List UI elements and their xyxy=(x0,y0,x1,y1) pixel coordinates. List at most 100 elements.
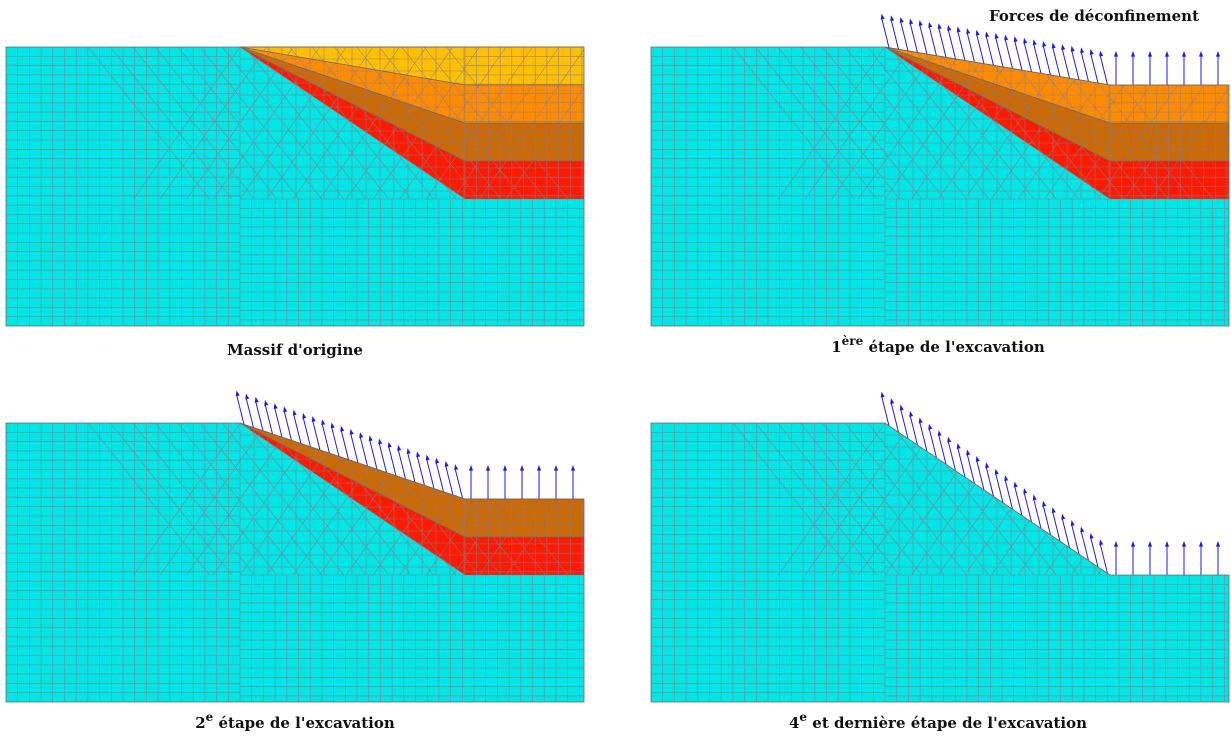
force-arrow xyxy=(485,465,491,499)
force-arrow xyxy=(985,462,994,497)
caption-number: 2 xyxy=(195,714,205,732)
force-arrow xyxy=(1089,532,1099,568)
caption-superscript: e xyxy=(799,710,807,724)
force-arrow xyxy=(1013,481,1023,516)
force-arrow xyxy=(985,31,994,66)
force-arrow xyxy=(1070,520,1080,555)
soil-layer xyxy=(240,47,584,161)
force-arrow xyxy=(899,404,909,439)
caption-text: étape de l'excavation xyxy=(863,338,1045,356)
force-arrow xyxy=(321,419,330,454)
force-arrow xyxy=(909,18,918,53)
force-arrow xyxy=(1113,51,1119,85)
force-arrow xyxy=(947,24,956,60)
force-arrow xyxy=(994,32,1004,68)
panel-etape-2 xyxy=(5,390,585,703)
force-arrow xyxy=(1164,541,1170,575)
force-arrow xyxy=(1215,51,1221,85)
force-arrow xyxy=(1089,48,1099,84)
force-arrow xyxy=(1181,541,1187,575)
force-arrow xyxy=(1164,51,1170,85)
force-arrow xyxy=(1070,45,1080,80)
force-arrow xyxy=(1042,40,1051,76)
force-arrows xyxy=(235,390,576,499)
force-arrow xyxy=(283,406,292,441)
force-arrow xyxy=(975,29,985,64)
caption-superscript: e xyxy=(206,710,214,724)
force-arrow xyxy=(1061,513,1070,548)
force-arrow xyxy=(519,465,525,499)
force-arrow xyxy=(1198,541,1204,575)
force-arrow xyxy=(454,464,463,499)
force-arrow xyxy=(378,438,387,473)
force-arrow xyxy=(570,465,576,499)
force-arrow xyxy=(254,396,264,431)
force-arrow xyxy=(553,465,559,499)
force-arrow xyxy=(918,417,928,452)
force-arrow xyxy=(975,455,985,491)
force-arrow xyxy=(994,468,1004,503)
caption-number: 4 xyxy=(789,714,799,732)
force-arrow xyxy=(1061,44,1070,79)
force-arrow xyxy=(1004,475,1013,510)
force-arrow xyxy=(1113,541,1119,575)
force-arrow xyxy=(1147,51,1153,85)
force-arrow xyxy=(956,443,966,478)
caption-text: étape de l'excavation xyxy=(213,714,395,732)
caption-number: 1 xyxy=(831,338,841,356)
force-arrow xyxy=(536,465,542,499)
force-arrow xyxy=(416,451,425,486)
caption-etape-1: 1ère étape de l'excavation xyxy=(831,334,1045,356)
force-arrow xyxy=(1198,51,1204,85)
force-arrow xyxy=(264,399,273,435)
force-arrow xyxy=(1099,50,1108,85)
force-arrow xyxy=(292,409,302,444)
force-arrow xyxy=(387,441,397,476)
force-arrow xyxy=(937,23,947,58)
force-arrow xyxy=(1051,42,1061,77)
force-arrow xyxy=(311,416,321,451)
caption-etape-4: 4e et dernière étape de l'excavation xyxy=(789,710,1087,732)
force-arrow xyxy=(368,435,378,470)
force-arrow xyxy=(435,457,444,492)
force-arrow xyxy=(1032,494,1042,529)
caption-text: Massif d'origine xyxy=(227,341,363,359)
force-arrow xyxy=(1130,541,1136,575)
force-arrow xyxy=(1004,34,1013,69)
caption-superscript: ère xyxy=(842,334,864,348)
force-arrow xyxy=(1099,539,1108,574)
caption-etape-2: 2e étape de l'excavation xyxy=(195,710,395,732)
force-arrow xyxy=(1147,541,1153,575)
force-arrow xyxy=(1080,47,1089,82)
forces-label: Forces de déconfinement xyxy=(989,7,1199,25)
caption-massif-origine: Massif d'origine xyxy=(227,341,363,359)
force-arrow xyxy=(340,425,349,460)
panel-etape-4 xyxy=(650,391,1230,703)
force-arrow xyxy=(966,28,975,63)
force-arrow xyxy=(1013,36,1023,71)
force-arrow xyxy=(1042,500,1051,535)
force-arrow xyxy=(890,398,899,433)
soil-layer xyxy=(885,47,1229,161)
caption-text: et dernière étape de l'excavation xyxy=(807,714,1087,732)
soil-layer xyxy=(240,47,584,123)
force-arrow xyxy=(406,448,416,483)
force-arrow xyxy=(302,412,311,447)
force-arrow xyxy=(273,403,283,438)
force-arrow xyxy=(349,428,359,463)
force-arrow xyxy=(918,20,928,55)
force-arrow xyxy=(359,432,368,467)
soil-layer xyxy=(885,47,1229,123)
force-arrow xyxy=(928,423,937,458)
panel-massif-origine xyxy=(5,46,585,327)
force-arrows xyxy=(880,391,1221,575)
force-arrow xyxy=(245,393,254,428)
force-arrow xyxy=(928,21,937,56)
force-arrow xyxy=(235,390,245,425)
force-arrow xyxy=(1215,541,1221,575)
force-arrow xyxy=(397,444,406,480)
force-arrow xyxy=(468,465,474,499)
force-arrow xyxy=(330,422,340,457)
force-arrow xyxy=(1080,526,1089,561)
